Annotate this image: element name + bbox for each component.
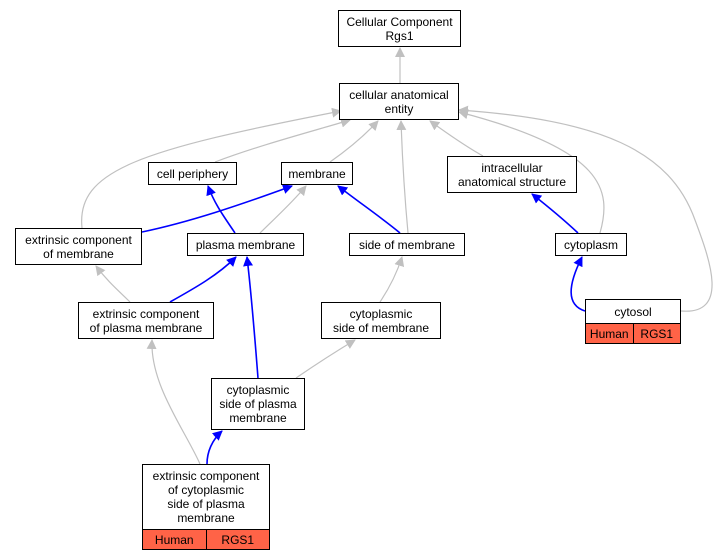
edge-extrinsic-component-of-membrane-to-cellular-anatomical-entity: [81, 107, 342, 229]
node-label-line: entity: [384, 101, 414, 116]
node-label-line: cytoplasm: [563, 237, 619, 252]
node-label: membrane: [282, 163, 352, 184]
node-label-line: plasma membrane: [195, 237, 296, 252]
node-label-line: cytoplasmic: [349, 306, 413, 321]
node-label-line: anatomical structure: [457, 174, 567, 189]
node-label: cytoplasm: [556, 234, 626, 255]
node-label: side of membrane: [350, 234, 464, 255]
node-label-line: of membrane: [43, 246, 114, 261]
node-label-line: of cytoplasmic: [167, 483, 245, 497]
node-label-line: extrinsic component: [92, 306, 200, 321]
node-label-line: membrane: [229, 411, 287, 425]
edge-extrinsic-component-of-plasma-membrane-to-extrinsic-component-of-membrane: [95, 265, 131, 303]
edge-plasma-membrane-to-membrane: [259, 185, 307, 234]
edge-extrinsic-component-of-membrane-to-membrane: [141, 184, 293, 233]
node-label-line: extrinsic component: [152, 469, 260, 483]
edge-side-of-membrane-to-membrane: [337, 185, 401, 234]
node-label: cytosol: [586, 300, 680, 323]
edge-cytoplasmic-side-of-plasma-membrane-to-cytoplasmic-side-of-membrane: [295, 339, 356, 379]
node-label-line: extrinsic component: [25, 232, 132, 247]
node-label-line: side of plasma: [167, 497, 245, 511]
node-label-line: of plasma membrane: [89, 320, 203, 335]
node-cell-periphery[interactable]: cell periphery: [148, 162, 237, 185]
edge-extrinsic-component-of-plasma-membrane-to-plasma-membrane: [169, 256, 237, 303]
node-label: cell periphery: [149, 163, 236, 184]
node-label-line: cellular anatomical: [349, 87, 449, 102]
edge-cytoplasm-to-intracellular-anatomical-structure: [531, 193, 579, 234]
node-label-line: intracellular: [481, 160, 543, 175]
edge-cytosol-to-cellular-anatomical-entity: [458, 105, 713, 312]
edge-extrinsic-component-of-cytoplasmic-side-of-plasma-membrane-to-cytoplasmic-side-of-plasma-membrane: [206, 430, 223, 465]
node-label-line: cytoplasmic: [226, 383, 290, 397]
node-label-line: cell periphery: [156, 166, 229, 181]
node-label-line: side of membrane: [332, 320, 430, 335]
node-cytoplasm[interactable]: cytoplasm: [555, 233, 627, 256]
node-label-line: side of plasma: [219, 397, 297, 411]
node-label-line: membrane: [177, 511, 235, 525]
annotation-gene: RGS1: [632, 324, 680, 343]
edge-intracellular-anatomical-structure-to-cellular-anatomical-entity: [429, 120, 484, 157]
edge-cytosol-to-cytoplasm: [570, 256, 586, 312]
edge-cytoplasmic-side-of-plasma-membrane-to-plasma-membrane: [243, 256, 259, 379]
node-plasma-membrane[interactable]: plasma membrane: [187, 233, 304, 256]
edge-cytoplasmic-side-of-membrane-to-side-of-membrane: [379, 256, 405, 303]
node-label-line: Rgs1: [385, 28, 414, 43]
node-side-of-membrane[interactable]: side of membrane: [349, 233, 465, 256]
node-label-line: Cellular Component: [346, 14, 453, 29]
node-membrane[interactable]: membrane: [281, 162, 353, 185]
edge-extrinsic-component-of-cytoplasmic-side-of-plasma-membrane-to-extrinsic-component-of-plasma-membrane: [146, 339, 201, 465]
edge-membrane-to-cellular-anatomical-entity: [329, 120, 379, 163]
edge-cytoplasm-to-cellular-anatomical-entity: [458, 109, 605, 234]
node-label-line: membrane: [288, 166, 346, 181]
annotation-gene: RGS1: [205, 530, 269, 549]
node-label-line: cytosol: [614, 304, 652, 319]
node-label-line: side of membrane: [358, 237, 456, 252]
edge-cell-periphery-to-cellular-anatomical-entity: [214, 117, 351, 163]
annotation-species: Human: [143, 530, 206, 549]
annotation-species: Human: [586, 324, 633, 343]
edge-plasma-membrane-to-cell-periphery: [206, 185, 236, 234]
node-label: plasma membrane: [188, 234, 303, 255]
edge-side-of-membrane-to-cellular-anatomical-entity: [396, 120, 409, 234]
